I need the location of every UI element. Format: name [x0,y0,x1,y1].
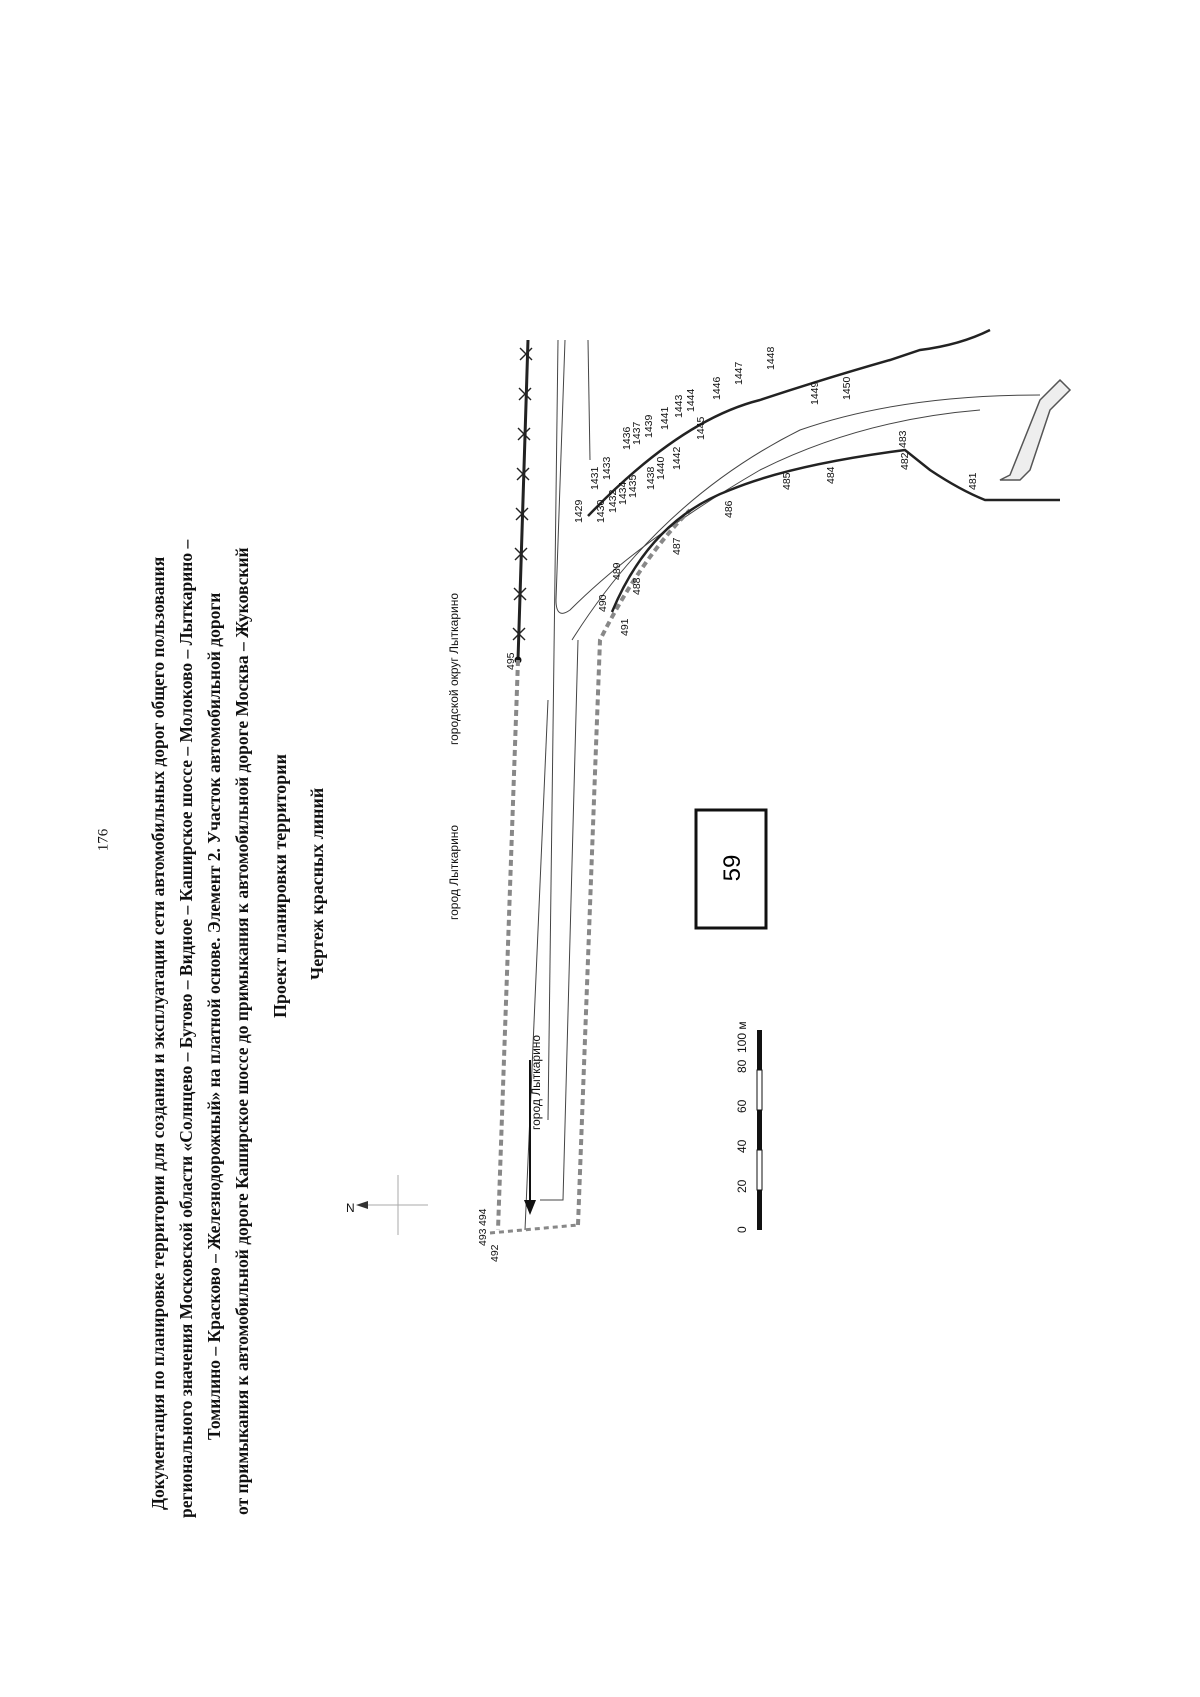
point-1444: 1444 [685,388,697,412]
scale-tick-60: 60 [735,1099,749,1113]
point-1436: 1436 [621,426,633,450]
south-boundary-dashed [489,1223,579,1235]
label-district: городской округ Лыткарино [447,593,461,745]
point-481: 481 [967,472,979,490]
point-495: 495 [505,652,517,670]
point-484: 484 [825,466,837,484]
point-486: 486 [723,500,735,518]
point-1442: 1442 [671,446,683,470]
point-1431: 1431 [589,466,601,490]
point-1447: 1447 [733,361,745,385]
point-485: 485 [781,472,793,490]
sheet-number: 59 [719,855,746,882]
point-1443: 1443 [673,394,685,418]
direction-arrow [524,1060,536,1215]
point-1435: 1435 [627,474,639,498]
label-city: город Лыткарино [447,825,461,920]
road-edges [524,339,1041,1231]
point-1440: 1440 [655,456,667,480]
point-1439: 1439 [643,414,655,438]
point-1445: 1445 [695,416,707,440]
north-arrow [356,1175,428,1235]
scale-tick-0: 0 [735,1226,749,1233]
point-493: 493 [477,1228,489,1246]
top-boundary-line [512,339,533,664]
point-1433: 1433 [601,456,613,480]
label-road-city: город Лыткарино [529,1035,543,1130]
point-1437: 1437 [631,421,643,445]
west-boundary-dashed [496,659,520,1231]
point-482: 482 [899,452,911,470]
building-outline [999,378,1072,481]
inner-boundary-dashed [576,508,692,1226]
point-1434: 1434 [617,481,629,505]
north-label: N [346,1201,355,1215]
point-1429: 1429 [573,499,585,523]
scale-tick-20: 20 [735,1179,749,1193]
scale-tick-100: 100 м [735,1021,749,1053]
point-490: 490 [597,594,609,612]
point-1448: 1448 [765,346,777,370]
point-1449: 1449 [809,381,821,405]
point-1441: 1441 [659,406,671,430]
scale-tick-80: 80 [735,1059,749,1073]
inner-boundary-line [610,448,1060,613]
point-491: 491 [619,618,631,636]
point-1438: 1438 [645,466,657,490]
point-492: 492 [489,1244,501,1262]
point-494: 494 [477,1208,489,1226]
point-483: 483 [897,430,909,448]
point-1430: 1430 [595,499,607,523]
sheet-number-box [694,808,768,930]
point-1446: 1446 [711,376,723,400]
point-489: 489 [611,562,623,580]
point-488: 488 [631,577,643,595]
point-1450: 1450 [841,376,853,400]
scale-tick-40: 40 [735,1139,749,1153]
point-1432: 1432 [607,489,619,513]
scale-bar [756,1030,763,1230]
point-487: 487 [671,537,683,555]
outer-boundary-line [587,328,991,517]
